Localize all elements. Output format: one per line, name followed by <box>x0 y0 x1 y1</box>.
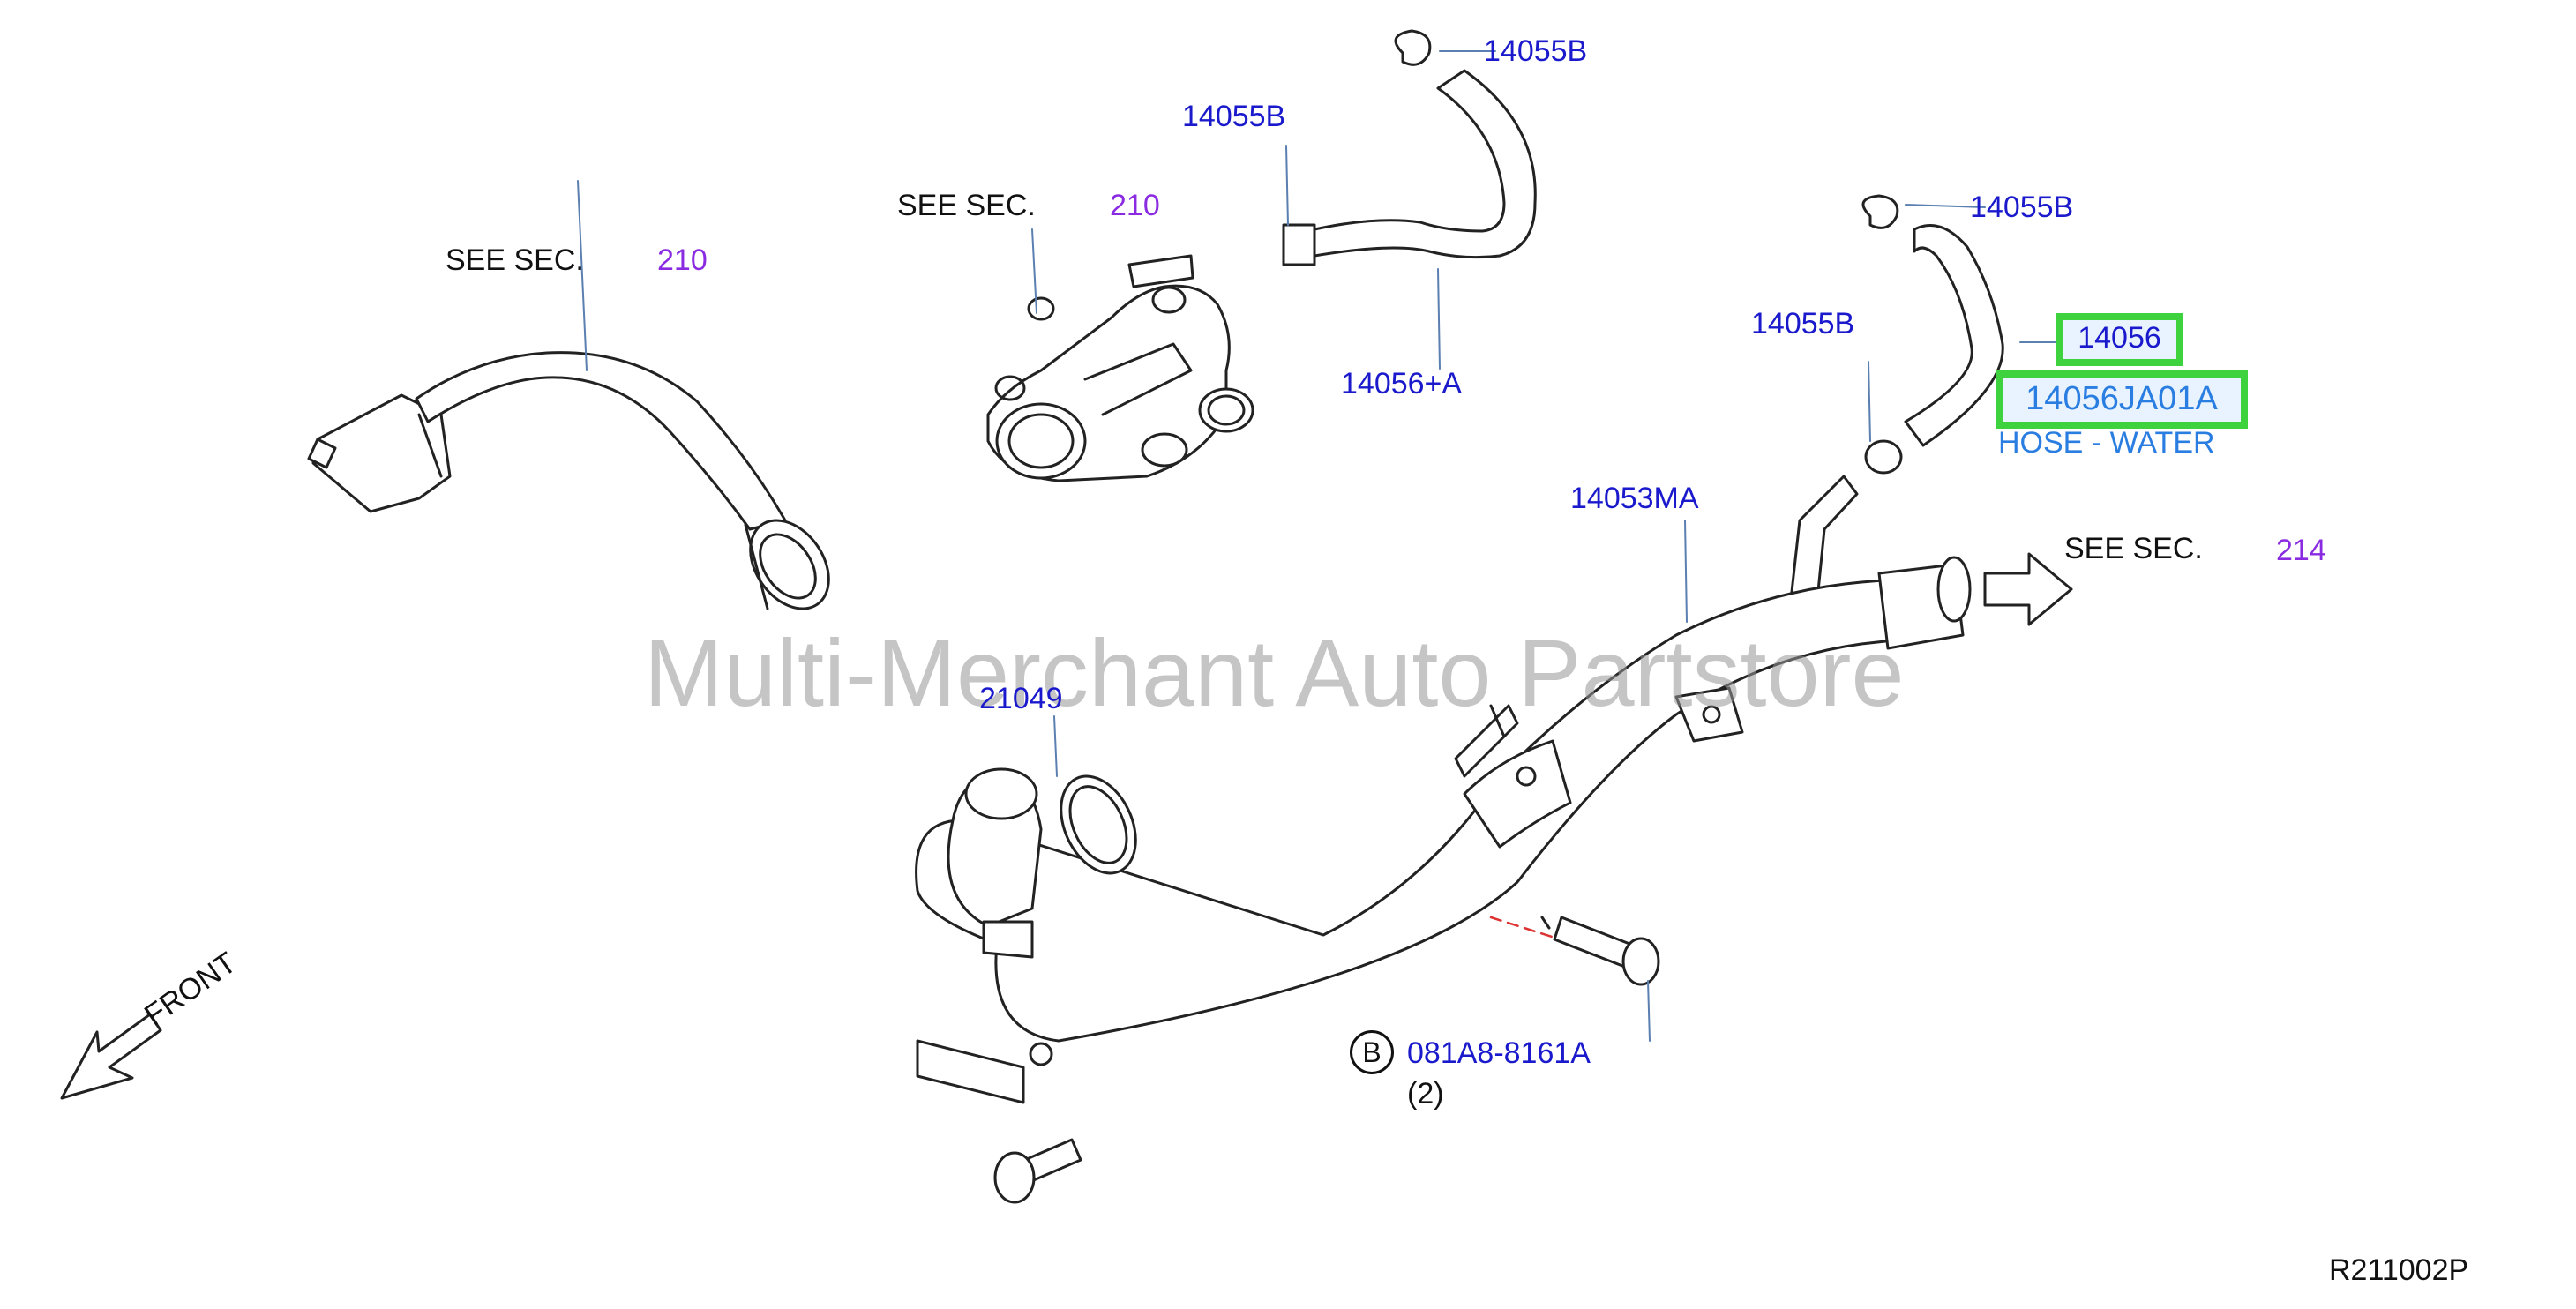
see-sec-label-right: SEE SEC. <box>2064 532 2203 565</box>
part-14053ma[interactable]: 14053MA <box>1570 482 1699 515</box>
part-14055b-middle[interactable]: 14055B <box>1182 100 1286 133</box>
part-14055b-top[interactable]: 14055B <box>1484 34 1588 68</box>
see-sec-label-middle: SEE SEC. <box>897 189 1036 222</box>
bolts <box>993 916 1660 1204</box>
bolt-marker-icon: B <box>1350 1030 1394 1074</box>
sec-210-link-middle[interactable]: 210 <box>1110 189 1160 222</box>
watermark: Multi-Merchant Auto Partstore <box>644 619 1905 726</box>
part-14055b-right[interactable]: 14055B <box>1970 191 2074 224</box>
part-14056: 14056 <box>2078 321 2161 355</box>
right-hose <box>1861 194 2083 475</box>
part-14055b-lower[interactable]: 14055B <box>1751 307 1855 340</box>
bolt-quantity: (2) <box>1407 1077 1444 1111</box>
main-pipe <box>915 475 1972 1043</box>
sec-210-link-left[interactable]: 210 <box>657 243 708 277</box>
part-21049[interactable]: 21049 <box>979 682 1063 715</box>
part-14056ja01a-highlight[interactable]: 14056JA01A <box>1996 370 2248 429</box>
left-hose <box>307 180 830 610</box>
sec-214-arrow <box>1983 552 2073 626</box>
part-description: HOSE - WATER <box>1998 426 2215 460</box>
see-sec-label-left: SEE SEC. <box>446 243 584 277</box>
front-arrow-icon <box>60 1013 162 1100</box>
part-14056ja01a: 14056JA01A <box>2026 380 2218 417</box>
diagram-ref-code: R211002P <box>2329 1253 2469 1287</box>
part-081a8-8161a[interactable]: 081A8-8161A <box>1407 1036 1591 1070</box>
upper-hose <box>1282 29 1537 370</box>
thermostat-housing <box>986 228 1254 482</box>
part-14056a[interactable]: 14056+A <box>1341 367 1463 400</box>
lower-elbow <box>916 715 1137 1104</box>
part-14056-highlight[interactable]: 14056 <box>2056 313 2183 366</box>
sec-214-link[interactable]: 214 <box>2276 534 2326 567</box>
